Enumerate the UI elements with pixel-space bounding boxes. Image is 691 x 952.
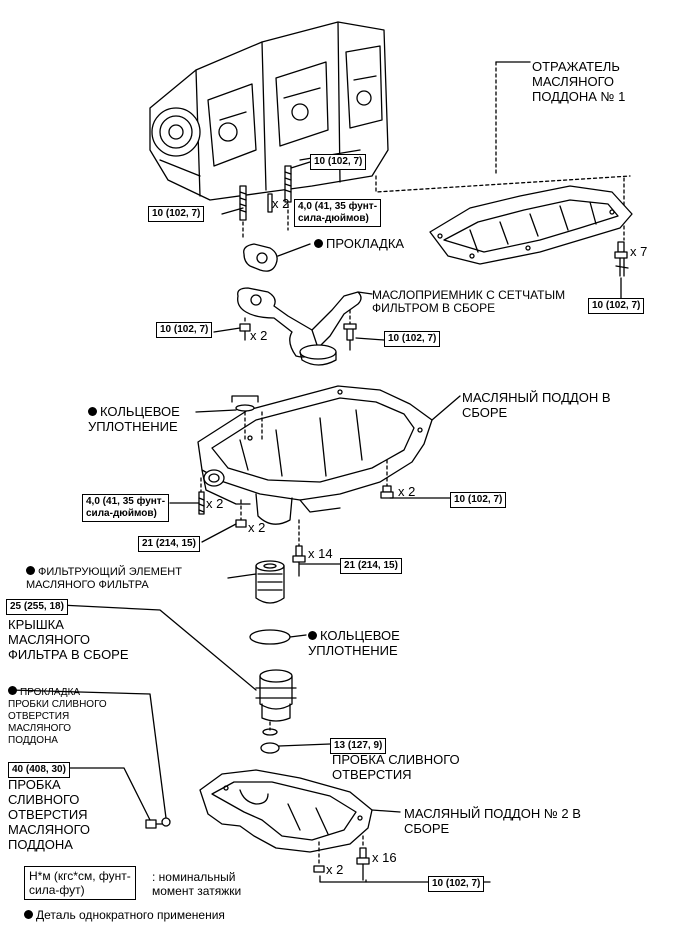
legend-single-use: Деталь однократного применения [24,908,225,923]
torque-box: 10 (102, 7) [384,331,441,347]
torque-box: 10 (102, 7) [310,154,367,170]
quantity-label: x 7 [630,244,648,259]
label-filter-element: ФИЛЬТРУЮЩИЙ ЭЛЕМЕНТ МАСЛЯНОГО ФИЛЬТРА [26,566,182,591]
single-use-dot [308,631,317,640]
single-use-dot [8,686,17,695]
torque-box: 40 (408, 30) [8,762,70,778]
single-use-dot [24,910,33,919]
quantity-label: x 2 [326,862,344,877]
torque-box: 10 (102, 7) [450,492,507,508]
label-baffle: ОТРАЖАТЕЛЬ МАСЛЯНОГО ПОДДОНА № 1 [532,59,626,104]
label-gasket: ПРОКЛАДКА [314,236,404,251]
torque-box: 4,0 (41, 35 фунт- сила-дюймов) [82,494,170,522]
quantity-label: x 2 [250,328,268,343]
label-filter-cap: КРЫШКА МАСЛЯНОГО ФИЛЬТРА В СБОРЕ [8,617,129,662]
torque-box: 4,0 (41, 35 фунт- сила-дюймов) [294,199,382,227]
legend-unit-box: Н*м (кгс*см, фунт- сила-фут) [24,866,136,900]
oil-pan-assembly [197,385,433,525]
baffle-bolt [614,241,629,299]
oil-pan-2 [199,769,373,853]
quantity-label: x 2 [398,484,416,499]
legend-unit-description: : номинальный момент затяжки [152,870,242,898]
label-oil-pan-2: МАСЛЯНЫЙ ПОДДОН № 2 В СБОРЕ [404,806,581,836]
strainer-fasteners [239,323,357,351]
quantity-label: x 14 [308,546,333,561]
single-use-dot [88,407,97,416]
pan-fasteners [198,485,394,577]
top-studs [239,165,292,221]
quantity-label: x 2 [248,520,266,535]
quantity-label: x 16 [372,850,397,865]
engine-block [149,21,389,201]
torque-box: 10 (102, 7) [588,298,645,314]
quantity-label: x 2 [272,196,290,211]
oring-filter [249,629,291,645]
gasket [243,243,311,272]
label-drain-plug-large: ПРОБКА СЛИВНОГО ОТВЕРСТИЯ МАСЛЯНОГО ПОДД… [8,777,91,852]
torque-box: 25 (255, 18) [6,599,68,615]
oil-filter-element [255,560,285,604]
quantity-label: x 2 [206,496,224,511]
torque-box: 13 (127, 9) [330,738,387,754]
drain-plug-middle [260,728,331,754]
label-oring-top: КОЛЬЦЕВОЕ УПЛОТНЕНИЕ [88,404,180,434]
label-strainer: МАСЛОПРИЕМНИК С СЕТЧАТЫМ ФИЛЬТРОМ В СБОР… [372,288,566,315]
torque-box: 10 (102, 7) [156,322,213,338]
label-oil-pan: МАСЛЯНЫЙ ПОДДОН В СБОРЕ [462,390,611,420]
torque-box: 10 (102, 7) [148,206,205,222]
label-drain-gasket: ПРОКЛАДКА ПРОБКИ СЛИВНОГО ОТВЕРСТИЯ МАСЛ… [8,686,107,746]
pan2-fasteners [313,847,370,881]
single-use-dot [314,239,323,248]
torque-box: 10 (102, 7) [428,876,485,892]
label-drain-plug-small: ПРОБКА СЛИВНОГО ОТВЕРСТИЯ [332,752,460,782]
oil-filter-cap [255,669,297,722]
oil-strainer [237,287,373,366]
torque-box: 21 (214, 15) [340,558,402,574]
torque-box: 21 (214, 15) [138,536,200,552]
label-oring-filter: КОЛЬЦЕВОЕ УПЛОТНЕНИЕ [308,628,400,658]
oring-top [195,395,259,413]
baffle-plate [429,185,633,265]
single-use-dot [26,566,35,575]
